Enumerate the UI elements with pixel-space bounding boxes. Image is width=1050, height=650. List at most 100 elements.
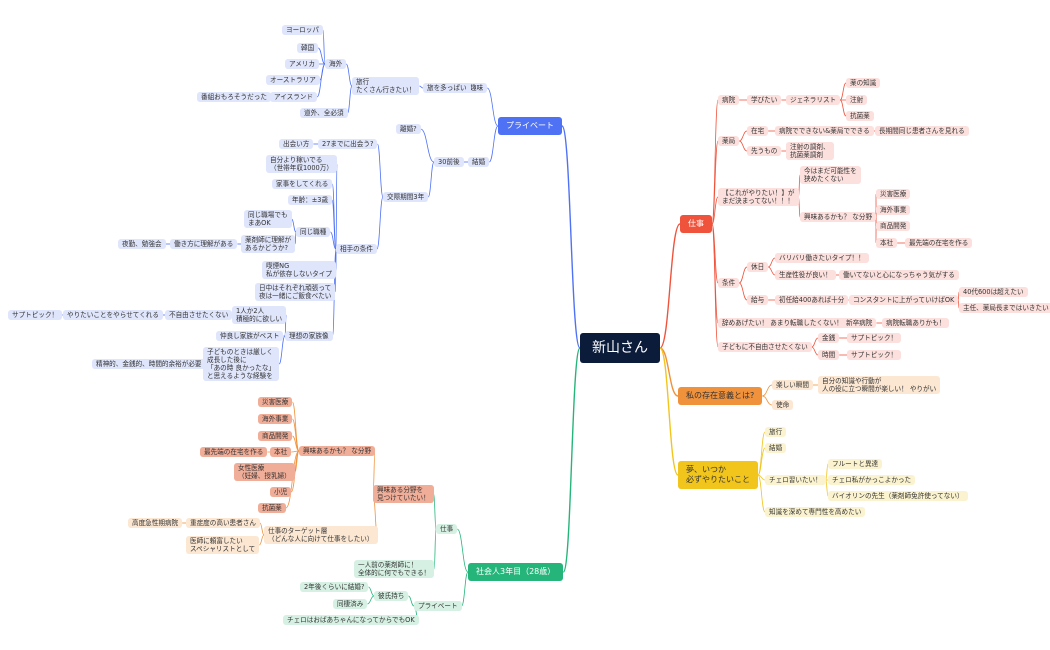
node-c-target1[interactable]: 重症度の高い患者さん bbox=[186, 518, 260, 528]
node-stay[interactable]: 辞めあげたい！ あまり転職したくない！ bbox=[718, 318, 847, 328]
node-k-pediatric[interactable]: 小児 bbox=[270, 487, 292, 497]
node-c-same2[interactable]: 薬剤師に理解が あるかどうか? bbox=[241, 235, 296, 253]
node-k-infection[interactable]: 抗菌薬 bbox=[258, 503, 286, 513]
node-meet-by27[interactable]: 27までに出会う? bbox=[318, 139, 378, 149]
node-divorce[interactable]: 離婚? bbox=[396, 124, 421, 134]
node-d-specialist[interactable]: 知識を深めて専門性を高めたい bbox=[765, 507, 866, 517]
node-d-violin[interactable]: バイオリンの先生（薬剤師免許使ってない） bbox=[828, 491, 968, 501]
node-europe[interactable]: ヨーロッパ bbox=[282, 25, 323, 35]
node-holiday2-note[interactable]: 働いてないと心になっちゃう気がする bbox=[839, 270, 959, 280]
node-c-understand[interactable]: 働き方に理解がある bbox=[170, 239, 238, 249]
node-holiday[interactable]: 休日 bbox=[747, 262, 769, 272]
node-dating[interactable]: 交際期間3年 bbox=[383, 192, 429, 202]
node-d-cello2[interactable]: チェロ私がかっこよかった bbox=[828, 475, 916, 485]
node-k-hq-note[interactable]: 最先端の在宅を作る bbox=[200, 447, 268, 457]
node-c-interested[interactable]: 興味あるかも？ な分野 bbox=[299, 446, 376, 456]
node-c-cohabit[interactable]: 同棲済み bbox=[333, 599, 368, 609]
node-future-note[interactable]: 注射の調剤、 抗菌薬調剤 bbox=[786, 142, 834, 160]
node-c-work[interactable]: 仕事 bbox=[436, 524, 458, 534]
node-iceland-note[interactable]: 番組おもろそうだった bbox=[197, 92, 271, 102]
node-d-marriage[interactable]: 結婚 bbox=[765, 443, 787, 453]
node-dont-narrow[interactable]: 今はまだ可能性を 狭めたくない bbox=[800, 166, 861, 184]
node-australia[interactable]: オーストラリア bbox=[266, 75, 320, 85]
node-iceland[interactable]: アイスランド bbox=[270, 92, 318, 102]
node-w-antibiotics[interactable]: 抗菌薬 bbox=[846, 111, 874, 121]
branch-meaning[interactable]: 私の存在意義とは? bbox=[678, 387, 763, 405]
node-c-study[interactable]: 夜勤、勉強会 bbox=[118, 239, 166, 249]
node-c-age[interactable]: 年齢：±3歳 bbox=[288, 195, 333, 205]
node-no-restrict[interactable]: 不自由させたくない bbox=[165, 310, 233, 320]
node-fun-note[interactable]: 自分の知識や行動が 人の役に立つ瞬間が楽しい！ やりがい bbox=[818, 376, 941, 394]
node-c-same1[interactable]: 同じ職場でも まあOK bbox=[244, 210, 292, 228]
node-f-hq-note[interactable]: 最先端の在宅を作る bbox=[905, 238, 973, 248]
node-conditions[interactable]: 条件 bbox=[718, 278, 740, 288]
node-time[interactable]: 時間 bbox=[818, 350, 840, 360]
node-travel-lots[interactable]: 旅を多っぱい bbox=[423, 83, 471, 93]
node-new-hospital[interactable]: 新卒病院 bbox=[842, 318, 877, 328]
node-at-home[interactable]: 在宅 bbox=[747, 126, 769, 136]
node-travel-plan[interactable]: 旅行 たくさん行きたい！ bbox=[352, 77, 420, 95]
node-hobby[interactable]: 趣味 bbox=[466, 83, 488, 93]
node-salary3[interactable]: 40代600は超えたい bbox=[959, 287, 1028, 297]
node-domestic[interactable]: 道外、全必須 bbox=[300, 108, 348, 118]
node-c-cello[interactable]: チェロはおばあちゃんになってからでもOK bbox=[283, 615, 419, 625]
node-support2[interactable]: サプトピック！ bbox=[847, 350, 902, 360]
node-f-dev[interactable]: 商品開発 bbox=[876, 221, 911, 231]
node-child-need[interactable]: 精神的、金銭的、時間的余裕が必要 bbox=[92, 359, 206, 369]
node-hospital[interactable]: 病院 bbox=[718, 95, 740, 105]
node-k-dev[interactable]: 商品開発 bbox=[258, 431, 293, 441]
node-c-target2[interactable]: 医師に頼富したい スペシャリストとして bbox=[186, 536, 260, 554]
node-c-indep[interactable]: 日中はそれぞれ頑張って 夜は一緒にご飯食べたい bbox=[255, 283, 336, 301]
node-d-cello[interactable]: チェロ習いたい！ bbox=[765, 475, 826, 485]
node-k-women[interactable]: 女性医療 （妊婦、授乳婦） bbox=[234, 463, 295, 481]
node-c-indep-pharm[interactable]: 一人前の薬剤師に！ 全体的に何でもできる！ bbox=[354, 560, 435, 578]
node-children-work[interactable]: 子どもに不自由させたくない bbox=[718, 342, 812, 352]
node-how-meet[interactable]: 出会い方 bbox=[279, 139, 314, 149]
node-k-overseas[interactable]: 海外事業 bbox=[258, 414, 293, 424]
node-support-pick[interactable]: サプトピック！ bbox=[8, 310, 63, 320]
node-money[interactable]: 金銭 bbox=[818, 333, 840, 343]
node-future[interactable]: 先うもの bbox=[747, 146, 782, 156]
node-salary2[interactable]: コンスタントに上がっていけばOK bbox=[849, 295, 959, 305]
node-child-note[interactable]: 子どものときは厳しく 成長した後に 「あの時 良かったな」 と思えるような経験を bbox=[203, 347, 280, 381]
node-c-target1a[interactable]: 高度急性期病院 bbox=[128, 518, 183, 528]
node-c-private[interactable]: プライベート bbox=[414, 601, 462, 611]
node-holiday2[interactable]: 生産性役が良い！ bbox=[775, 270, 836, 280]
node-fun-moment[interactable]: 楽しい瞬間 bbox=[772, 380, 813, 390]
node-interested-field[interactable]: 興味あるかも？ な分野 bbox=[800, 212, 877, 222]
node-partner-cond[interactable]: 相手の条件 bbox=[336, 244, 377, 254]
node-want-learn[interactable]: 学びたい bbox=[747, 95, 782, 105]
node-age30[interactable]: 30前後 bbox=[434, 157, 464, 167]
node-long-family[interactable]: 仲良し家族がベスト bbox=[216, 331, 284, 341]
node-w-injection[interactable]: 注射 bbox=[846, 95, 868, 105]
node-let-do[interactable]: やりたいことをやらせてくれる bbox=[63, 310, 163, 320]
node-change-job[interactable]: 病院転職ありかも！ bbox=[882, 318, 950, 328]
node-d-travel[interactable]: 旅行 bbox=[765, 427, 787, 437]
node-america[interactable]: アメリカ bbox=[285, 59, 320, 69]
node-c-same[interactable]: 同じ職種 bbox=[296, 227, 331, 237]
node-c-marry[interactable]: 2年後くらいに結婚? bbox=[300, 582, 369, 592]
node-c-target[interactable]: 仕事のターゲット層 （どんな人に向けて仕事をしたい） bbox=[264, 526, 378, 544]
node-salary4[interactable]: 主任、薬局長まではいきたい bbox=[959, 303, 1050, 313]
node-c-income[interactable]: 自分より稼いでる （世帯年収1000万） bbox=[266, 155, 337, 173]
branch-work[interactable]: 仕事 bbox=[680, 215, 712, 233]
node-ideal-family[interactable]: 理想の家族像 bbox=[285, 331, 333, 341]
node-k-disaster[interactable]: 災害医療 bbox=[258, 397, 293, 407]
branch-career[interactable]: 社会人3年目（28歳） bbox=[468, 563, 564, 581]
node-d-flute[interactable]: フルートと異達 bbox=[828, 459, 883, 469]
node-salary[interactable]: 給与 bbox=[747, 295, 769, 305]
branch-private[interactable]: プライベート bbox=[498, 117, 562, 135]
node-two-children[interactable]: 1人か2人 積極的に欲しい bbox=[232, 306, 287, 324]
node-c-partner[interactable]: 彼氏持ち bbox=[374, 591, 409, 601]
node-holiday1[interactable]: バリバリ働きたいタイプ！！ bbox=[775, 253, 869, 263]
node-f-overseas[interactable]: 海外事業 bbox=[876, 205, 911, 215]
node-w-knowledge[interactable]: 薬の知識 bbox=[846, 78, 881, 88]
node-generalist[interactable]: ジェネラリスト bbox=[786, 95, 841, 105]
node-support1[interactable]: サプトピック！ bbox=[847, 333, 902, 343]
node-c-housework[interactable]: 家事をしてくれる bbox=[272, 179, 333, 189]
node-f-hq[interactable]: 本社 bbox=[876, 238, 898, 248]
branch-dream[interactable]: 夢、いつか 必ずやりたいこと bbox=[678, 461, 758, 489]
node-c-find-field[interactable]: 興味ある分野を 見つけていたい！ bbox=[373, 485, 434, 503]
node-f-disaster[interactable]: 災害医療 bbox=[876, 189, 911, 199]
node-pharmacy[interactable]: 薬局 bbox=[718, 136, 740, 146]
